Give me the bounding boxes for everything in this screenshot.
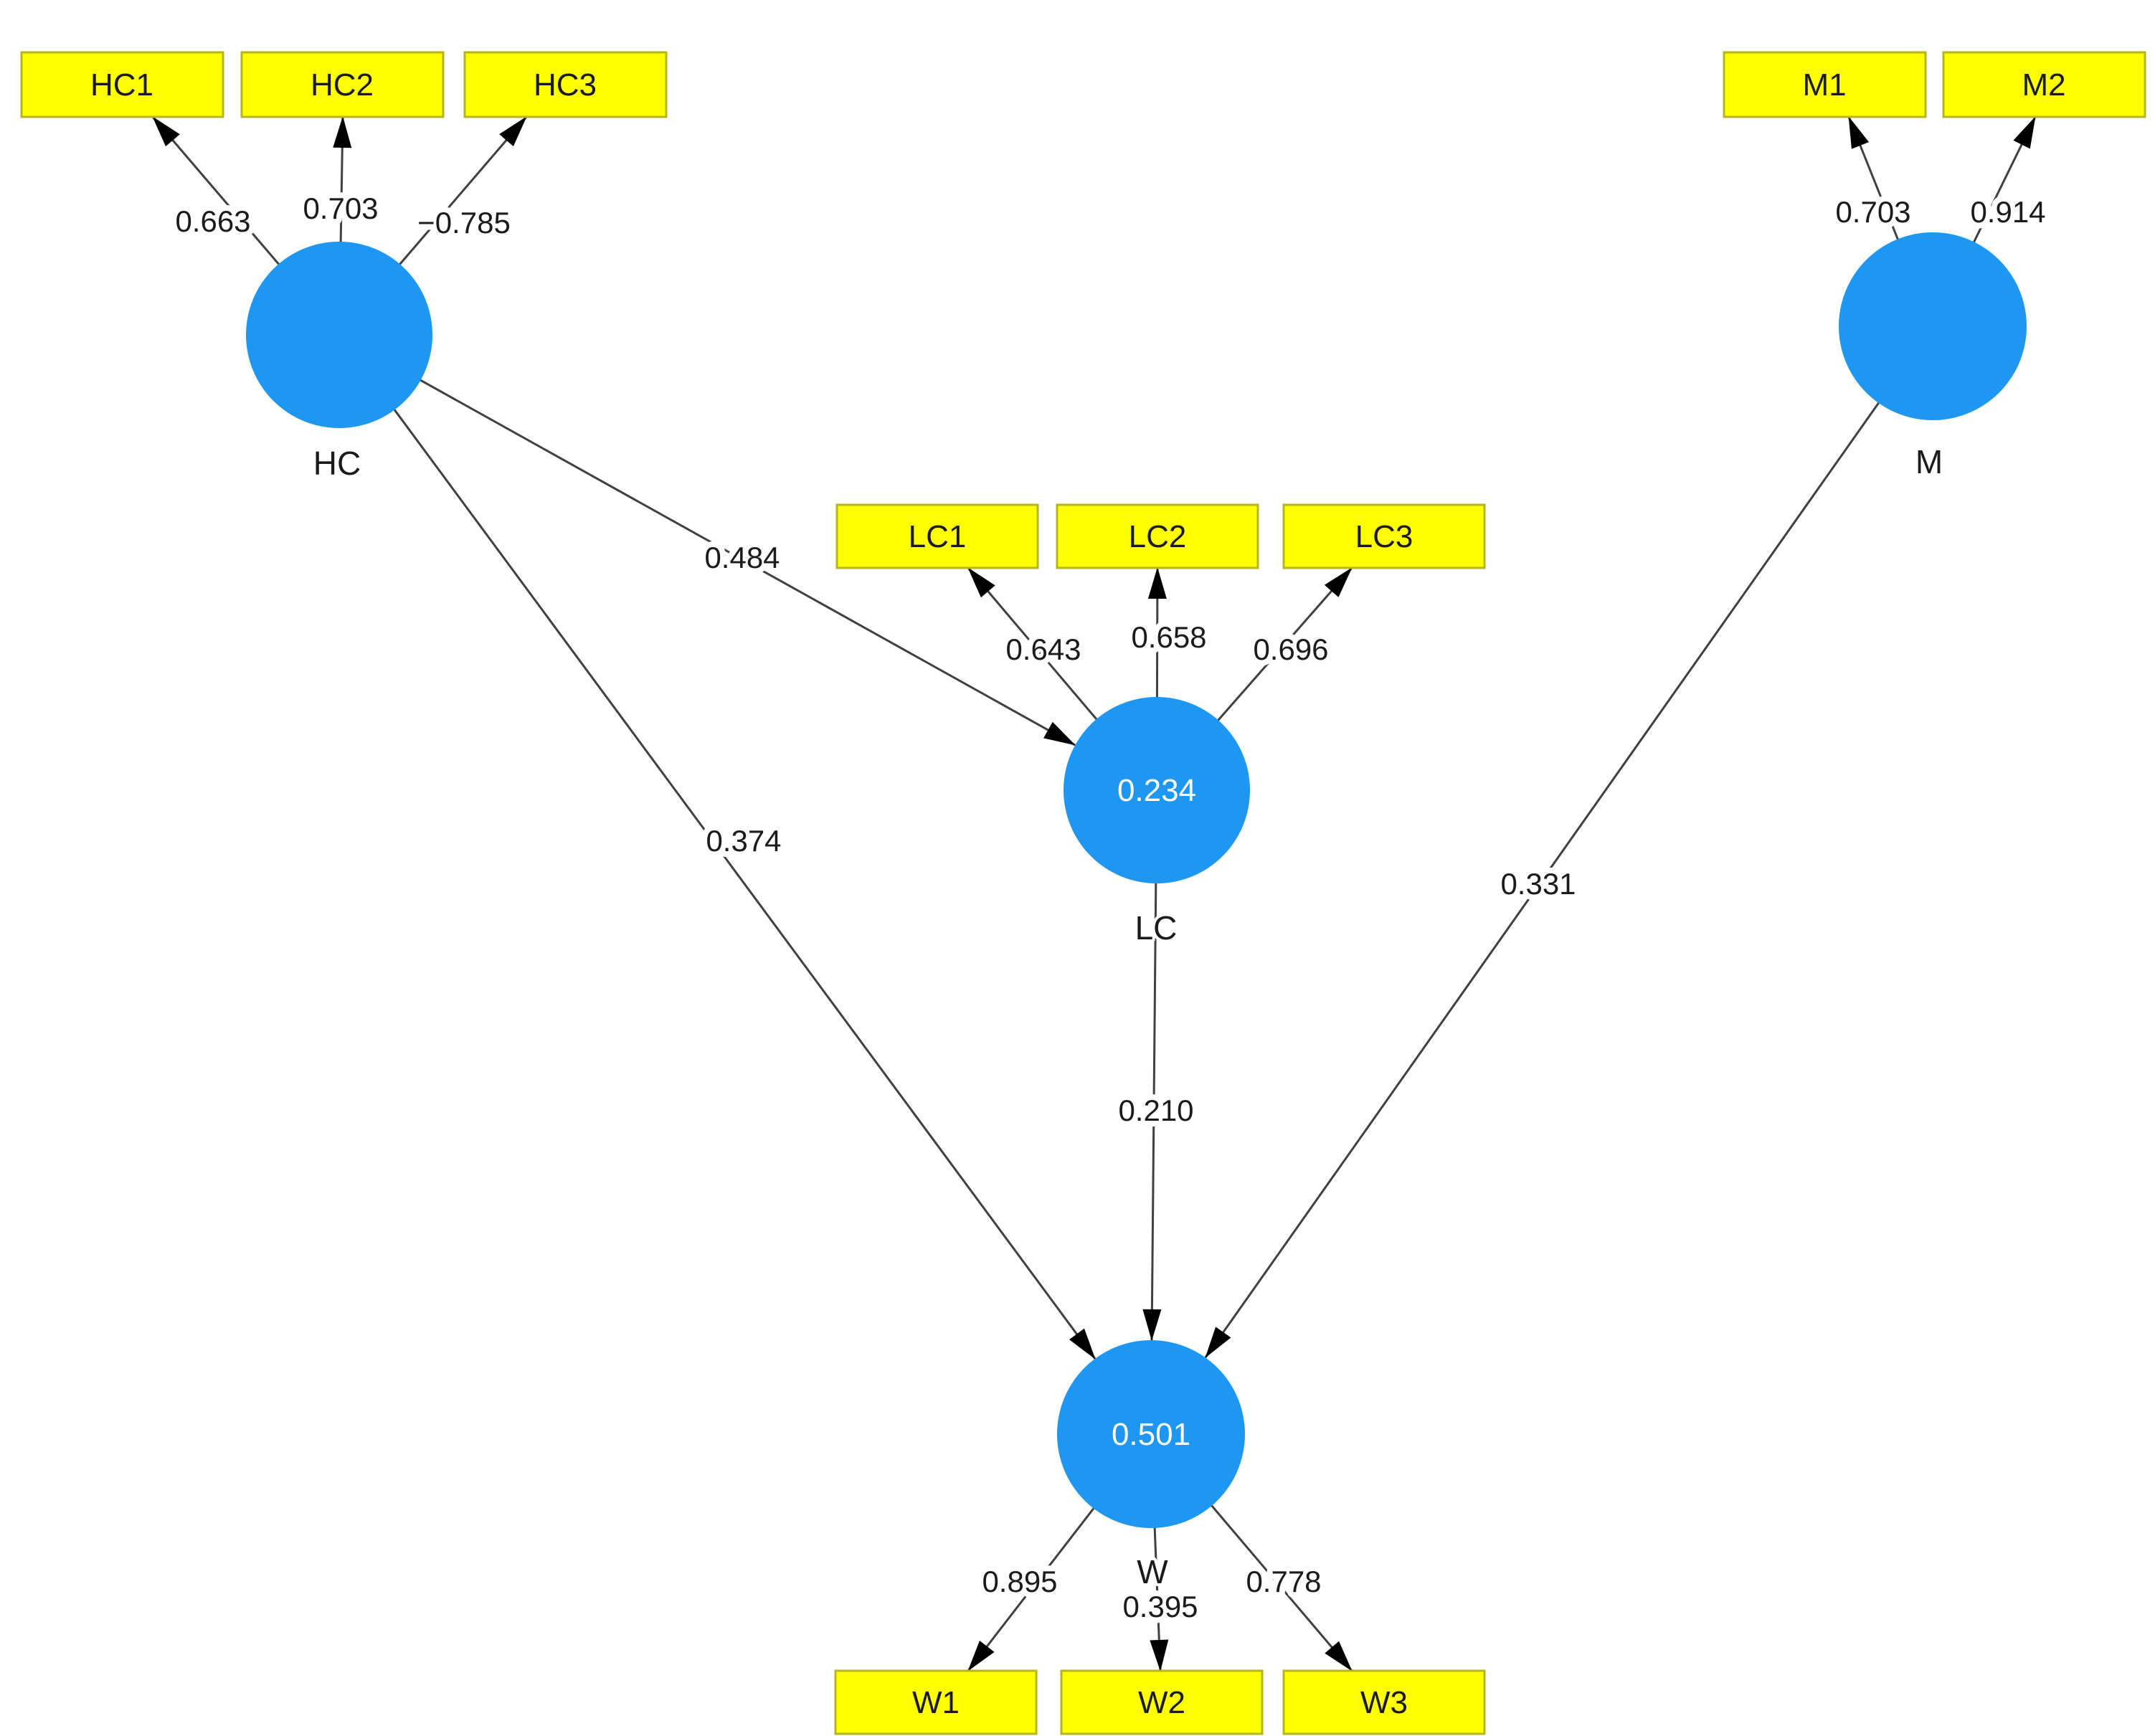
loading-w3-label: 0.778 <box>1246 1565 1321 1598</box>
indicator-hc2[interactable] <box>240 51 445 118</box>
construct-m-label: M <box>1915 443 1943 480</box>
path-m-w-label: 0.331 <box>1500 867 1576 901</box>
indicator-hc3-label: HC3 <box>534 67 597 103</box>
indicator-w3[interactable] <box>1282 1669 1486 1735</box>
edge-path-hc-lc[interactable] <box>338 333 1076 746</box>
construct-lc-r2-value: 0.234 <box>1117 773 1196 808</box>
construct-lc-circle[interactable] <box>1064 697 1250 883</box>
indicator-w1[interactable] <box>834 1669 1038 1735</box>
indicator-hc1-label: HC1 <box>90 67 153 103</box>
loading-labels-layer: 0.663 0.703 −0.785 0.703 0.914 0.643 0.6… <box>169 186 2051 1629</box>
indicator-w2-label: W2 <box>1138 1685 1185 1720</box>
indicator-hc1[interactable] <box>20 51 224 118</box>
loading-w2-label: 0.395 <box>1122 1590 1198 1623</box>
indicator-lc3-label: LC3 <box>1355 519 1413 554</box>
indicator-m2-label: M2 <box>2022 67 2065 103</box>
construct-lc-label: LC <box>1135 909 1178 947</box>
indicator-w1-label: W1 <box>912 1685 960 1720</box>
path-labels-layer: 0.484 0.374 0.210 0.331 <box>698 535 1581 1133</box>
indicator-w2[interactable] <box>1060 1669 1264 1735</box>
indicator-w3-label: W3 <box>1360 1685 1408 1720</box>
edge-path-m-w[interactable] <box>1204 326 1934 1358</box>
indicator-m1[interactable] <box>1723 51 1927 118</box>
construct-w-r2-value: 0.501 <box>1112 1417 1190 1452</box>
loading-hc3-label: −0.785 <box>417 206 511 239</box>
construct-m-circle[interactable] <box>1839 232 2027 420</box>
loading-hc2-label: 0.703 <box>303 191 378 225</box>
indicators-layer: HC1 HC2 HC3 M1 M2 LC1 LC2 LC3 W1 W2 W3 <box>20 51 2146 1735</box>
path-hc-lc-label: 0.484 <box>704 541 780 574</box>
construct-hc-label: HC <box>313 445 361 482</box>
indicator-hc2-label: HC2 <box>311 67 374 103</box>
constructs-layer: 0.234 0.501 <box>246 232 2027 1528</box>
indicator-lc1[interactable] <box>835 503 1039 569</box>
loading-lc2-label: 0.658 <box>1131 620 1206 654</box>
indicator-lc2-label: LC2 <box>1129 519 1187 554</box>
construct-w-circle[interactable] <box>1057 1340 1245 1528</box>
loading-lc1-label: 0.643 <box>1005 632 1081 666</box>
loading-w1-label: 0.895 <box>982 1565 1057 1598</box>
indicator-lc3[interactable] <box>1282 503 1486 569</box>
indicator-hc3[interactable] <box>463 51 668 118</box>
loading-m1-label: 0.703 <box>1835 195 1910 229</box>
indicator-lc2[interactable] <box>1056 503 1259 569</box>
path-lc-w-label: 0.210 <box>1118 1094 1193 1127</box>
path-hc-w-label: 0.374 <box>706 824 781 858</box>
indicator-lc1-label: LC1 <box>909 519 967 554</box>
indicator-m1-label: M1 <box>1802 67 1846 103</box>
construct-w-label: W <box>1137 1553 1168 1590</box>
loading-m2-label: 0.914 <box>1970 195 2045 229</box>
loading-hc1-label: 0.663 <box>175 204 250 238</box>
construct-labels-layer: HC LC M W <box>311 440 1946 1593</box>
edge-path-hc-w[interactable] <box>338 334 1097 1360</box>
indicator-m2[interactable] <box>1942 51 2146 118</box>
construct-hc-circle[interactable] <box>246 242 432 428</box>
loading-lc3-label: 0.696 <box>1253 632 1328 666</box>
